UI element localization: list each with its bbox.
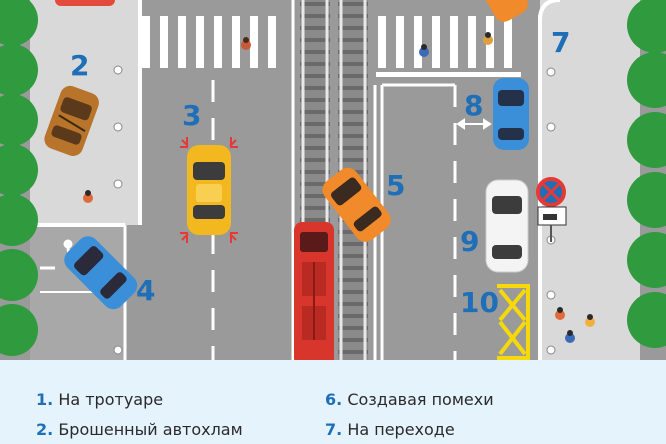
car-abandoned [44,85,99,156]
marker-10: 10 [460,286,499,319]
legend-item-1: 1. На тротуаре [36,390,163,409]
legend-text: На тротуаре [58,390,164,409]
pedestrian-5 [555,307,595,343]
tram [294,222,334,366]
stop-line [376,72,521,77]
marker-7: 7 [551,26,570,59]
marker-3: 3 [182,99,201,132]
marker-4: 4 [136,274,155,307]
curb-corner [538,0,561,21]
crosswalk [142,16,512,68]
legend-num: 7. [325,420,343,439]
hazard-lights-icon [180,137,238,243]
legend-text: На переходе [347,420,455,439]
legend-num: 2. [36,420,54,439]
pedestrian-4 [83,190,93,203]
marker-9: 9 [460,225,479,258]
car-yellow [180,137,238,243]
distance-arrow-icon [456,118,492,130]
legend-item-2: 2. Брошенный автохлам [36,420,243,439]
car-orange-top [484,0,528,22]
car-orange-on-tracks [322,167,391,242]
car-blue-lane [493,78,529,150]
pedestrian-2 [419,44,429,57]
legend-num: 6. [325,390,343,409]
car-red-top [55,0,115,6]
trees-left [0,0,38,356]
marker-5: 5 [386,169,405,202]
legend: 1. На тротуаре 6. Создавая помехи 2. Бро… [0,360,666,444]
yellow-zone-marking [497,284,530,360]
legend-num: 1. [36,390,54,409]
legend-text: Брошенный автохлам [58,420,243,439]
pedestrian-1 [241,37,251,50]
no-stopping-sign-icon [536,177,566,207]
trees-right [627,0,666,348]
marker-2: 2 [70,49,89,82]
tow-truck-sign-icon [537,206,567,242]
car-blue-disabled-spot [64,236,138,310]
legend-text: Создавая помехи [347,390,494,409]
legend-item-7: 7. На переходе [325,420,455,439]
marker-8: 8 [464,89,483,122]
legend-item-6: 6. Создавая помехи [325,390,494,409]
pedestrian-3 [483,32,493,45]
car-white [485,179,529,273]
